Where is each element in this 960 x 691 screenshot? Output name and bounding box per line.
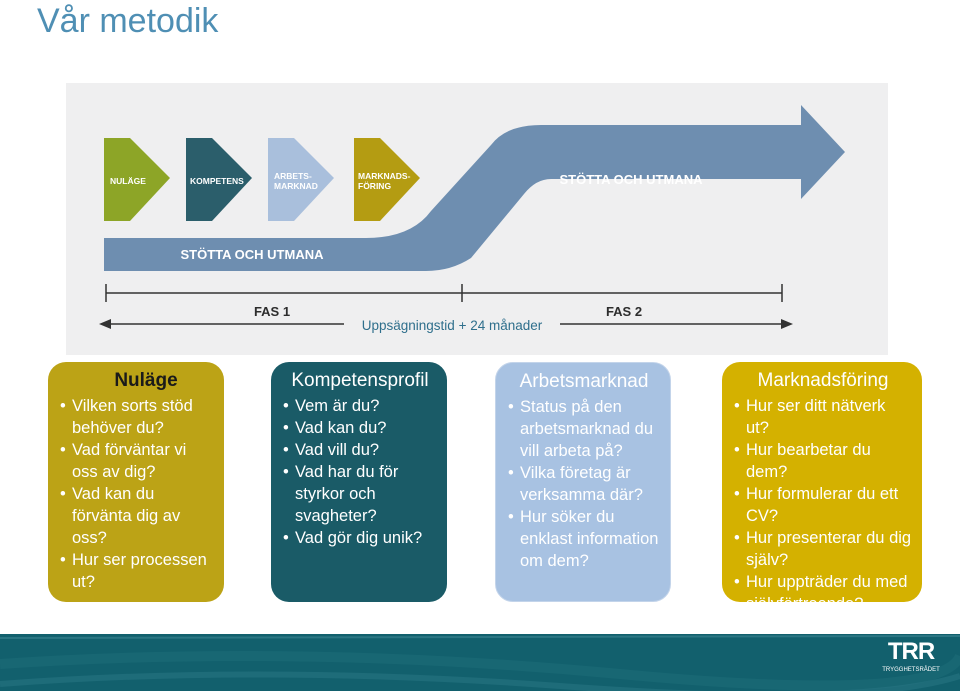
timeline-arrow-right (781, 319, 793, 329)
arrow-top-label: STÖTTA OCH UTMANA (560, 172, 704, 187)
slide-title: Vår metodik (37, 2, 219, 40)
step-label: NULÄGE (110, 176, 146, 186)
logo-subtext: TRYGGHETSRÅDET (882, 666, 940, 673)
card-title: Kompetensprofil (291, 370, 429, 391)
card-list: Status på den arbetsmarknad du vill arbe… (508, 396, 660, 572)
card-list: Vem är du? Vad kan du? Vad vill du? Vad … (283, 395, 437, 549)
step-label: KOMPETENS (190, 176, 244, 186)
step-chevron (354, 138, 420, 221)
list-item: Hur söker du enklast information om dem? (508, 506, 660, 572)
step-label-line2: FÖRING (358, 181, 391, 191)
list-item: Vilken sorts stöd behöver du? (60, 395, 214, 439)
step-chevron (186, 138, 252, 221)
timeline-caption: Uppsägningstid + 24 månader (362, 318, 543, 333)
trr-logo-mark: TRR TRYGGHETSRÅDET (882, 638, 940, 673)
card-title: Arbetsmarknad (519, 371, 649, 392)
card-title: Marknadsföring (757, 370, 889, 391)
step-label-line2: MARKNAD (274, 181, 318, 191)
step-chevron (268, 138, 334, 221)
support-arrow (104, 105, 845, 271)
step-kompetens: KOMPETENS (186, 138, 252, 221)
step-nulage: NULÄGE (104, 138, 170, 221)
card-marknadsforing: Marknadsföring Hur ser ditt nätverk ut? … (722, 362, 922, 613)
card-list: Hur ser ditt nätverk ut? Hur bearbetar d… (734, 395, 912, 615)
list-item: Hur presenterar du dig själv? (734, 527, 912, 571)
list-item: Hur bearbetar du dem? (734, 439, 912, 483)
card-nulage: Nuläge Vilken sorts stöd behöver du? Vad… (48, 362, 224, 602)
phase-2-label: FAS 2 (606, 304, 642, 319)
card-kompetensprofil: Kompetensprofil Vem är du? Vad kan du? V… (271, 362, 447, 602)
step-chevron (104, 138, 170, 221)
card-list: Vilken sorts stöd behöver du? Vad förvän… (60, 395, 214, 593)
step-label: MARKNADS- (358, 171, 411, 181)
list-item: Hur uppträder du med självförtroende? (734, 571, 912, 615)
methodology-diagram: STÖTTA OCH UTMANA STÖTTA OCH UTMANA NULÄ… (99, 105, 845, 333)
step-arbetsmarknad: ARBETS- MARKNAD (268, 138, 334, 221)
trr-logo: TRR TRYGGHETSRÅDET (880, 636, 942, 679)
step-marknadsforing: MARKNADS- FÖRING (354, 138, 420, 221)
list-item: Vad gör dig unik? (283, 527, 437, 549)
list-item: Hur formulerar du ett CV? (734, 483, 912, 527)
list-item: Vad förväntar vi oss av dig? (60, 439, 214, 483)
logo-text: TRR (888, 638, 935, 665)
list-item: Vad kan du? (283, 417, 437, 439)
timeline-arrow-left (99, 319, 111, 329)
list-item: Vad vill du? (283, 439, 437, 461)
phase-1-label: FAS 1 (254, 304, 290, 319)
list-item: Vilka företag är verksamma där? (508, 462, 660, 506)
arrow-bottom-label: STÖTTA OCH UTMANA (181, 247, 325, 262)
list-item: Hur ser processen ut? (60, 549, 214, 593)
footer-decoration (0, 635, 960, 691)
list-item: Vem är du? (283, 395, 437, 417)
step-label: ARBETS- (274, 171, 312, 181)
card-title: Nuläge (114, 370, 178, 391)
list-item: Vad har du för styrkor och svagheter? (283, 461, 437, 527)
list-item: Hur ser ditt nätverk ut? (734, 395, 912, 439)
footer-bar: TRR TRYGGHETSRÅDET (0, 634, 960, 691)
list-item: Status på den arbetsmarknad du vill arbe… (508, 396, 660, 462)
list-item: Vad kan du förvänta dig av oss? (60, 483, 214, 549)
card-arbetsmarknad: Arbetsmarknad Status på den arbetsmarkna… (495, 362, 671, 602)
